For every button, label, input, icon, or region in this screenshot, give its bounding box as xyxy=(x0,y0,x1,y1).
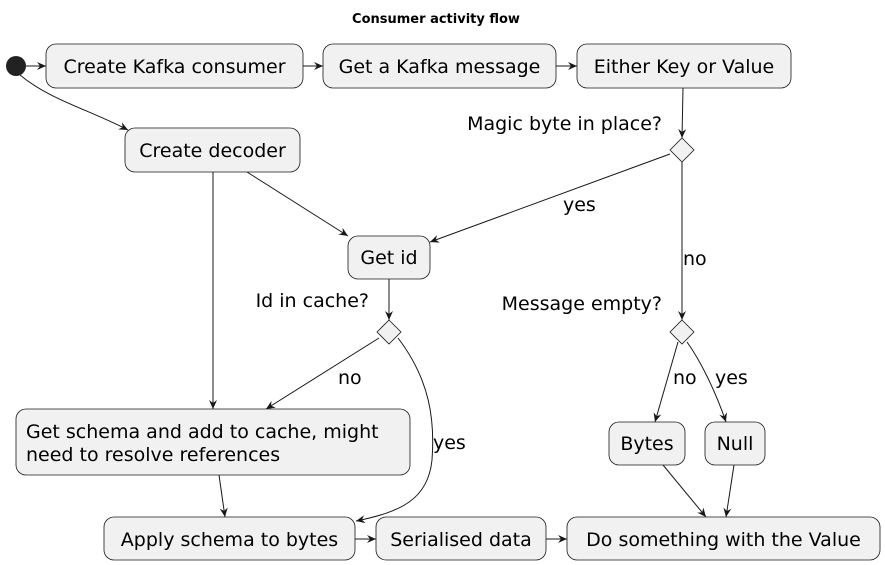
svg-text:Null: Null xyxy=(717,433,754,455)
node-bytes: Bytes xyxy=(608,421,686,466)
edge-label-cache-no: no xyxy=(338,367,362,389)
node-key-or-value: Either Key or Value xyxy=(576,43,792,89)
node-null: Null xyxy=(704,421,766,466)
edge-empty-no xyxy=(653,341,679,423)
edge-label-empty-yes: yes xyxy=(715,367,748,389)
edge-label-magic-no: no xyxy=(683,248,707,270)
node-do-something: Do something with the Value xyxy=(566,516,881,561)
diagram-title: Consumer activity flow xyxy=(352,12,520,27)
edge-magic-yes xyxy=(429,153,671,243)
decision-label-magic-byte: Magic byte in place? xyxy=(467,113,662,135)
node-create-decoder: Create decoder xyxy=(124,127,301,173)
svg-text:Either Key or Value: Either Key or Value xyxy=(594,56,774,78)
edge-bytes-dosomething xyxy=(662,464,707,518)
node-create-consumer: Create Kafka consumer xyxy=(45,43,304,89)
node-get-message: Get a Kafka message xyxy=(322,43,557,89)
edge-decoder-getid xyxy=(246,171,349,237)
edge-cache-no xyxy=(265,337,380,410)
edges xyxy=(19,62,735,543)
decision-label-message-empty: Message empty? xyxy=(502,293,662,315)
svg-text:Apply schema to bytes: Apply schema to bytes xyxy=(121,529,338,551)
svg-text:Create Kafka consumer: Create Kafka consumer xyxy=(63,56,285,78)
node-apply-schema: Apply schema to bytes xyxy=(103,516,356,561)
svg-text:Do something with the Value: Do something with the Value xyxy=(586,529,861,551)
svg-text:need to resolve references: need to resolve references xyxy=(26,444,280,466)
edge-label-empty-no: no xyxy=(673,367,697,389)
edge-label-magic-yes: yes xyxy=(563,194,596,216)
node-get-schema: Get schema and add to cache, might need … xyxy=(15,408,411,476)
edge-label-cache-yes: yes xyxy=(433,432,466,454)
edge-null-dosomething xyxy=(723,464,735,518)
edge-keyvalue-magic xyxy=(678,87,687,139)
svg-text:Create decoder: Create decoder xyxy=(139,140,286,162)
decision-id-in-cache xyxy=(376,319,402,345)
decision-label-id-in-cache: Id in cache? xyxy=(256,290,369,312)
node-get-id: Get id xyxy=(347,235,431,280)
start-node xyxy=(6,56,26,76)
svg-text:Get a Kafka message: Get a Kafka message xyxy=(339,56,541,78)
svg-text:Bytes: Bytes xyxy=(620,433,673,455)
svg-text:Get id: Get id xyxy=(360,247,417,269)
edge-empty-yes xyxy=(686,341,727,423)
svg-text:Serialised data: Serialised data xyxy=(390,529,532,551)
node-serialised-data: Serialised data xyxy=(375,516,547,561)
edge-cache-yes xyxy=(355,337,434,524)
edge-schema-apply xyxy=(218,474,228,518)
edge-start-decoder xyxy=(19,74,129,131)
decision-message-empty xyxy=(669,319,695,345)
svg-text:Get schema and add to cache, m: Get schema and add to cache, might xyxy=(26,421,379,443)
decision-magic-byte xyxy=(669,137,695,163)
